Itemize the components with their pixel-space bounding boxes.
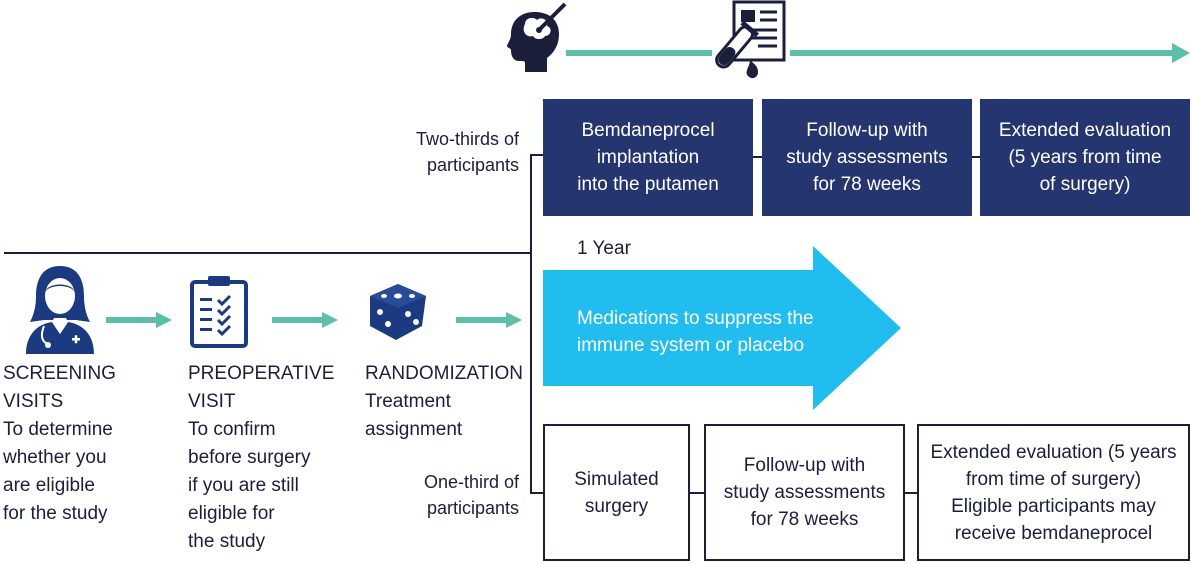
extended-evaluation-box-bottom: Extended evaluation (5 years from time o… xyxy=(917,424,1190,561)
one-third-label: One-third of participants xyxy=(423,472,519,518)
year-label: 1 Year xyxy=(577,238,631,259)
clipboard-checklist-icon xyxy=(190,276,248,348)
screening-visits-text: SCREENING VISITS To determine whether yo… xyxy=(3,363,116,524)
extended-evaluation-box-top: Extended evaluation (5 years from time o… xyxy=(980,99,1190,216)
lab-report-icon xyxy=(715,0,786,79)
top-box-connector-2 xyxy=(972,156,980,158)
top-box-connector-1 xyxy=(753,156,762,158)
dice-icon xyxy=(370,284,426,340)
randomization-text: RANDOMIZATION Treatment assignment xyxy=(365,363,523,440)
branch-vertical-line xyxy=(530,154,532,494)
medication-arrow-text: Medications to suppress the immune syste… xyxy=(577,308,814,356)
medication-arrow-shape xyxy=(543,246,901,410)
brain-head-icon xyxy=(507,2,567,72)
step-arrows xyxy=(106,312,522,328)
bottom-box-connector-2 xyxy=(905,492,917,494)
branch-top-connector xyxy=(530,154,543,156)
bottom-box-connector-1 xyxy=(690,492,704,494)
branch-bottom-connector xyxy=(530,492,543,494)
implantation-box: Bemdaneprocel implantation into the puta… xyxy=(543,99,753,216)
two-thirds-label: Two-thirds of participants xyxy=(415,129,519,175)
follow-up-box-top: Follow-up with study assessments for 78 … xyxy=(762,99,972,216)
doctor-icon xyxy=(26,266,94,354)
preoperative-visit-text: PREOPERATIVE VISIT To confirm before sur… xyxy=(188,363,335,552)
top-timeline-arrow xyxy=(566,43,1190,63)
simulated-surgery-box: Simulated surgery xyxy=(543,424,690,561)
main-horizontal-line xyxy=(4,252,531,254)
follow-up-box-bottom: Follow-up with study assessments for 78 … xyxy=(704,424,905,561)
